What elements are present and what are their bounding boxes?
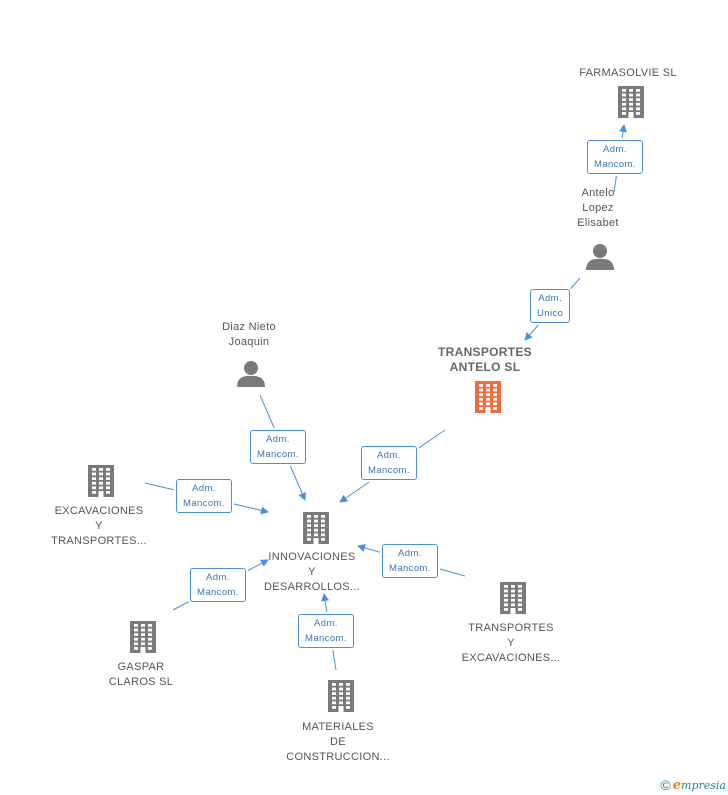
node-label-line: CONSTRUCCION... (286, 751, 390, 763)
node-label-line: TRANSPORTES... (51, 535, 147, 547)
edge-label-diaz-innovaciones[interactable]: Adm. Mancom. (250, 430, 306, 464)
edge-label-transportesexc-innovaciones[interactable]: Adm. Mancom. (382, 544, 438, 578)
node-label-line: Diaz Nieto (222, 321, 276, 333)
edge-label-line: Adm. (377, 450, 401, 461)
edge-label-materiales-innovaciones[interactable]: Adm. Mancom. (298, 614, 354, 648)
node-label-line: CLAROS SL (108, 676, 174, 688)
node-label-line: MATERIALES (302, 721, 374, 733)
edge-label-line: Mancom. (594, 159, 636, 170)
node-label-line: Antelo (581, 187, 615, 199)
edge-label-line: Mancom. (368, 465, 410, 476)
node-label-line: Y (507, 637, 515, 649)
brand-logo[interactable]: empresia (672, 777, 726, 793)
node-label-transportes_exc[interactable]: TRANSPORTES Y EXCAVACIONES... (462, 621, 561, 666)
node-label-line: INNOVACIONES (268, 551, 356, 563)
node-label-line: ANTELO SL (449, 360, 521, 374)
edge-label-line: Mancom. (389, 563, 431, 574)
person-icon[interactable] (586, 244, 614, 270)
edge-label-line: Mancom. (183, 498, 225, 509)
edge-label-gaspar-innovaciones[interactable]: Adm. Mancom. (190, 568, 246, 602)
node-label-line: Elisabet (577, 217, 619, 229)
edge-label-line: Adm. (603, 144, 627, 155)
building-icon[interactable] (475, 381, 501, 413)
building-icon[interactable] (88, 465, 114, 497)
edge-label-line: Mancom. (257, 449, 299, 460)
node-label-line: EXCAVACIONES (54, 505, 144, 517)
node-label-line: Y (308, 566, 316, 578)
building-icon[interactable] (303, 512, 329, 544)
edge-label-transportes-innovaciones[interactable]: Adm. Mancom. (361, 446, 417, 480)
edge-label-line: Adm. (266, 434, 290, 445)
node-label-line: GASPAR (117, 661, 165, 673)
node-label-excavaciones[interactable]: EXCAVACIONES Y TRANSPORTES... (51, 504, 147, 549)
node-label-line: Y (95, 520, 103, 532)
edge-label-antelo-farmasolvie[interactable]: Adm. Mancom. (587, 140, 643, 174)
edge-label-line: Unico (537, 308, 564, 319)
footer: © empresia (660, 777, 726, 793)
node-label-line: Lopez (582, 202, 614, 214)
node-label-line: EXCAVACIONES... (461, 652, 561, 664)
edge-label-line: Adm. (398, 548, 422, 559)
edge-label-line: Mancom. (197, 587, 239, 598)
copyright-icon: © (660, 777, 671, 793)
edge-label-line: Adm. (206, 572, 230, 583)
node-label-line: DE (330, 736, 346, 748)
edge-label-line: Adm. (192, 483, 216, 494)
edge-label-line: Mancom. (305, 633, 347, 644)
building-icon[interactable] (328, 680, 354, 712)
edge-label-excavaciones-innovaciones[interactable]: Adm. Mancom. (176, 479, 232, 513)
edge-label-antelo-transportes[interactable]: Adm. Unico (530, 289, 571, 323)
node-label-farmasolvie[interactable]: FARMASOLVIE SL (579, 66, 677, 81)
edge-label-line: Adm. (314, 618, 338, 629)
node-label-line: DESARROLLOS... (264, 581, 360, 593)
node-label-line: TRANSPORTES (468, 622, 554, 634)
node-label-innovaciones[interactable]: INNOVACIONES Y DESARROLLOS... (264, 550, 360, 595)
edge-label-line: Adm. (538, 293, 563, 304)
building-icon[interactable] (130, 621, 156, 653)
building-icon[interactable] (618, 86, 644, 118)
node-label-line: Joaquin (228, 336, 270, 348)
node-label-line: FARMASOLVIE SL (579, 67, 677, 79)
person-icon[interactable] (237, 361, 265, 387)
node-label-materiales[interactable]: MATERIALES DE CONSTRUCCION... (286, 720, 390, 765)
node-label-gaspar[interactable]: GASPAR CLAROS SL (109, 660, 173, 690)
building-icon[interactable] (500, 582, 526, 614)
node-label-line: TRANSPORTES (438, 345, 532, 359)
